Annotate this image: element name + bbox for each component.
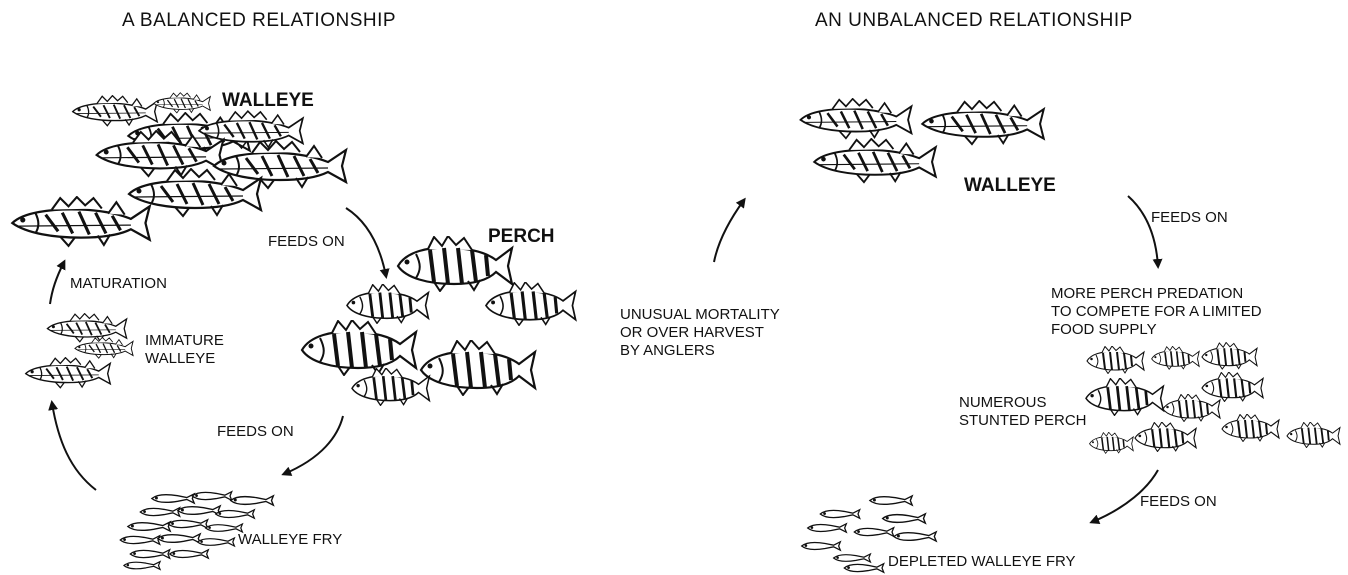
cycle-arrow-icon	[49, 259, 66, 305]
feeds-on-label: FEEDS ON	[217, 423, 294, 440]
perch-fish-icon	[345, 284, 430, 324]
perch-fish-icon	[1085, 346, 1146, 374]
unbalanced-cycle-arrows	[713, 195, 1163, 524]
walleye-fish-icon	[24, 357, 112, 389]
mortality-label: UNUSUAL MORTALITY OR OVER HARVEST BY ANG…	[620, 306, 780, 359]
stunted-perch-school	[1084, 342, 1341, 454]
immature-walleye-label: IMMATURE WALLEYE	[145, 332, 224, 367]
perch-fish-icon	[1150, 346, 1200, 370]
cycle-arrow-icon	[345, 207, 390, 279]
perch-fish-icon	[1220, 414, 1281, 442]
balanced-walleye-school	[10, 92, 348, 248]
perch-fish-icon	[350, 368, 431, 406]
maturation-label: MATURATION	[70, 275, 167, 292]
walleye-fish-icon	[799, 98, 913, 140]
walleye-label: WALLEYE	[222, 90, 314, 111]
walleye-fish-icon	[74, 337, 134, 359]
immature-walleye-school	[24, 313, 134, 389]
balanced-cycle-arrows	[48, 207, 390, 491]
walleye-fish-icon	[920, 100, 1046, 146]
walleye-fish-icon	[71, 95, 159, 127]
depleted-walleye-fry-label: DEPLETED WALLEYE FRY	[888, 553, 1076, 570]
walleye-fry-label: WALLEYE FRY	[238, 531, 343, 548]
perch-fish-icon	[1285, 422, 1341, 448]
cycle-arrow-icon	[48, 400, 97, 491]
perch-fish-icon	[302, 320, 416, 375]
unbalanced-walleye-school	[799, 98, 1046, 184]
cycle-arrow-icon	[1127, 195, 1163, 269]
balanced-title: A BALANCED RELATIONSHIP	[122, 10, 397, 31]
perch-predation-label: MORE PERCH PREDATION TO COMPETE FOR A LI…	[1051, 285, 1262, 338]
cycle-arrow-icon	[713, 197, 746, 263]
balanced-perch-school	[302, 236, 578, 406]
perch-fish-icon	[1200, 342, 1258, 370]
cycle-arrow-icon	[1089, 469, 1159, 524]
walleye-label: WALLEYE	[964, 175, 1056, 196]
cycle-arrow-icon	[281, 415, 344, 476]
feeds-on-label: FEEDS ON	[268, 233, 345, 250]
feeds-on-label: FEEDS ON	[1140, 493, 1217, 510]
walleye-fish-icon	[46, 313, 128, 343]
perch-label: PERCH	[488, 226, 555, 247]
perch-fish-icon	[1084, 378, 1165, 416]
perch-fish-icon	[1133, 422, 1198, 452]
perch-fish-icon	[1161, 394, 1222, 422]
perch-fish-icon	[421, 340, 535, 395]
walleye-fish-icon	[10, 196, 152, 248]
stunted-perch-label: NUMEROUS STUNTED PERCH	[959, 394, 1087, 429]
feeds-on-label: FEEDS ON	[1151, 209, 1228, 226]
walleye-fish-icon	[153, 92, 211, 114]
perch-fish-icon	[484, 282, 578, 326]
walleye-fish-icon	[812, 138, 938, 184]
perch-fish-icon	[1200, 372, 1265, 402]
unbalanced-title: AN UNBALANCED RELATIONSHIP	[815, 10, 1133, 31]
perch-fish-icon	[1088, 432, 1134, 454]
